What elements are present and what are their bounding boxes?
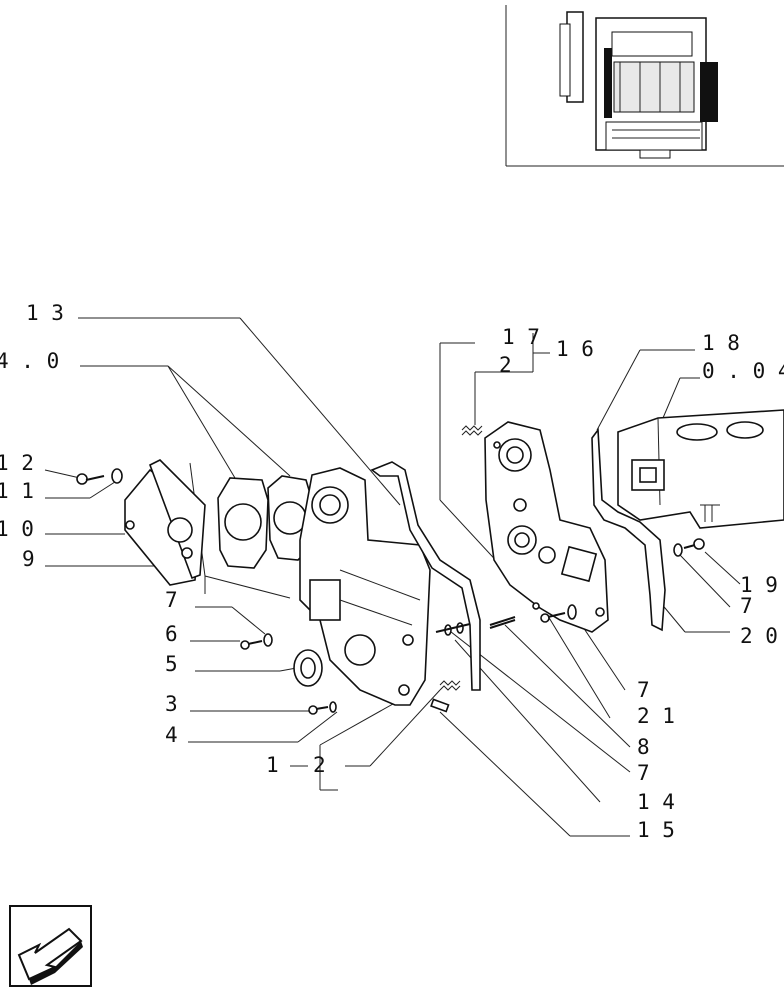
previous-page-button[interactable] (9, 905, 92, 987)
spring-lower-part (439, 680, 461, 691)
callout-c8: 8 (637, 735, 650, 759)
washer-11-part (111, 468, 123, 484)
engine-block-part (617, 409, 784, 529)
callout-c11: 1 1 (0, 479, 34, 503)
screw-6-part (240, 633, 273, 650)
front-cover-gasket-part (370, 461, 481, 691)
timing-housing-part (484, 421, 609, 633)
callout-c7c: 7 (637, 678, 650, 702)
callout-c7d: 7 (637, 761, 650, 785)
callout-c10: 1 0 (0, 517, 34, 541)
callout-c3: 3 (165, 692, 178, 716)
screw-21-part (532, 602, 577, 623)
screw-3-part (308, 701, 337, 715)
callout-c17: 1 7 (502, 325, 540, 349)
rear-gasket-part (591, 427, 666, 632)
callout-c19: 1 9 (740, 573, 778, 597)
previous-page-arrow-icon (17, 927, 83, 985)
callout-c6: 6 (165, 622, 178, 646)
callout-c2b: 2 (313, 753, 326, 777)
callout-c20: 2 0 (740, 624, 778, 648)
screw-19-part (673, 538, 705, 557)
callout-c1: 1 (266, 753, 279, 777)
washer-14-part (435, 622, 471, 636)
callout-c004: 0 . 0 4 (702, 359, 784, 383)
callout-c40: 4 . 0 (0, 349, 59, 373)
callout-c18: 1 8 (702, 331, 740, 355)
callout-c13: 1 3 (26, 301, 64, 325)
engine-thumbnail-icon (505, 5, 784, 167)
callout-c15: 1 5 (637, 818, 675, 842)
pin-15-part (430, 698, 450, 713)
stud-8-part (489, 616, 516, 629)
callout-c16: 1 6 (556, 337, 594, 361)
callout-c4: 4 (165, 723, 178, 747)
callout-c21: 2 1 (637, 704, 675, 728)
callout-c12: 1 2 (0, 451, 34, 475)
callout-labels: 1 3 4 . 0 1 7 1 6 2 1 8 0 . 0 4 1 2 1 1 1 0 9 7 6 5 3 4… (0, 301, 784, 842)
water-pump-cover-part (217, 475, 313, 569)
callout-c14: 1 4 (637, 790, 675, 814)
screw-12-part (76, 473, 105, 485)
cover-plate-part (124, 459, 206, 586)
front-timing-cover-part (299, 467, 431, 706)
callout-c7b: 7 (740, 594, 753, 618)
seal-ring-part (293, 649, 323, 687)
callout-c5: 5 (165, 652, 178, 676)
spring-upper-part (461, 425, 483, 436)
callout-c2a: 2 (499, 353, 512, 377)
callout-c7a: 7 (165, 588, 178, 612)
callout-c9: 9 (22, 547, 35, 571)
